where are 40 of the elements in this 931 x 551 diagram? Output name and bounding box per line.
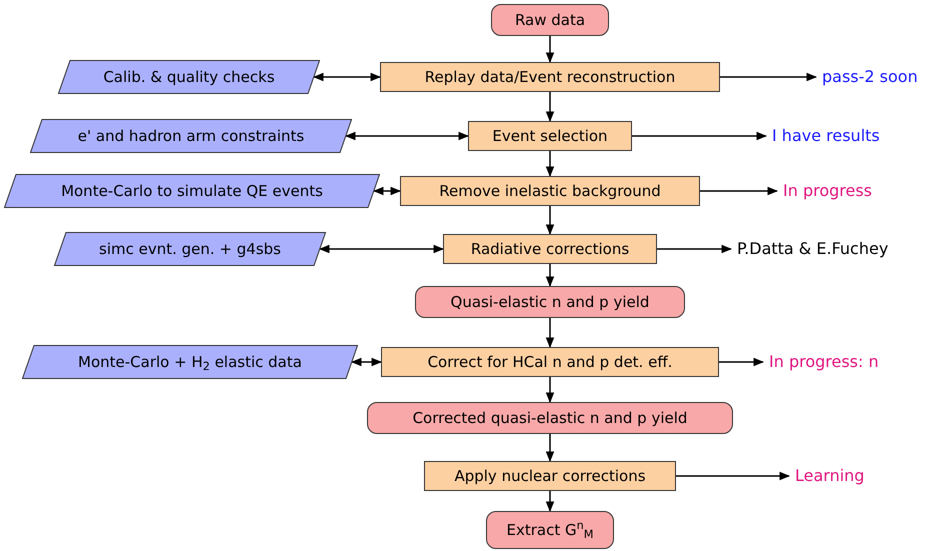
status-text: I have results — [772, 124, 880, 148]
arrow — [546, 264, 554, 288]
arrow — [546, 318, 554, 348]
input-parallelogram: Monte-Carlo + H$_{2}$ elastic data — [22, 345, 358, 379]
process-box: Remove inelastic background — [400, 176, 700, 206]
input-parallelogram: Monte-Carlo to simulate QE events — [4, 174, 380, 208]
arrow — [546, 36, 554, 64]
status-text: In progress: n — [769, 350, 879, 374]
data-box: Corrected quasi-elastic n and p yield — [367, 402, 733, 434]
arrow — [546, 377, 554, 404]
input-parallelogram: e' and hadron arm constraints — [30, 119, 352, 153]
data-box: Quasi-elastic n and p yield — [415, 286, 685, 318]
status-text: In progress — [783, 179, 872, 203]
arrow — [546, 151, 554, 178]
arrow — [657, 244, 732, 254]
process-box: Event selection — [468, 121, 632, 151]
input-parallelogram: simc evnt. gen. + g4sbs — [54, 232, 326, 266]
input-parallelogram: Calib. & quality checks — [58, 60, 320, 94]
arrow — [372, 186, 402, 196]
status-text: pass-2 soon — [822, 65, 918, 89]
arrow — [546, 491, 554, 512]
status-text: P.Datta & E.Fuchey — [737, 237, 888, 261]
status-text: Learning — [795, 464, 864, 488]
arrow — [350, 358, 382, 366]
arrow — [344, 132, 470, 140]
arrow — [546, 92, 554, 122]
data-box: Raw data — [491, 4, 609, 36]
process-box: Radiative corrections — [443, 234, 657, 264]
process-box: Apply nuclear corrections — [424, 461, 676, 491]
arrow — [312, 72, 382, 82]
arrow — [700, 186, 778, 196]
arrow — [632, 132, 768, 140]
process-box: Correct for HCal n and p det. eff. — [381, 347, 719, 377]
arrow — [546, 434, 554, 462]
arrow — [676, 472, 790, 480]
process-box: Replay data/Event reconstruction — [380, 62, 720, 92]
arrow — [720, 72, 818, 82]
arrow — [719, 358, 764, 366]
arrow — [546, 206, 554, 236]
arrow — [318, 244, 444, 254]
